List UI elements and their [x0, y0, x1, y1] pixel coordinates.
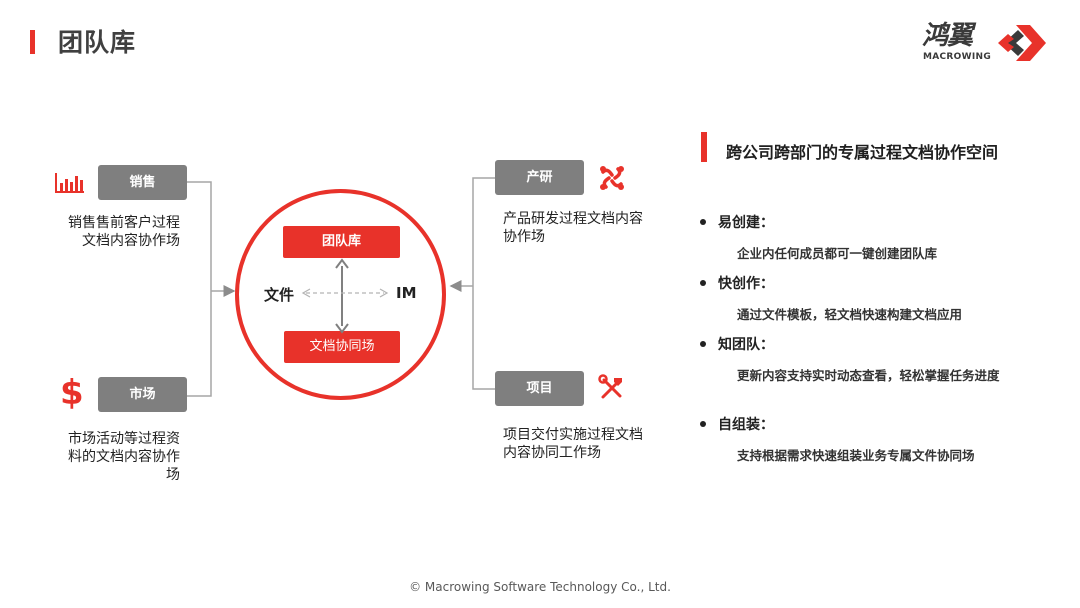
rd-node: 产研: [495, 160, 584, 195]
title-accent-bar: [30, 30, 35, 54]
rd-description: 产品研发过程文档内容 协作场: [503, 210, 663, 246]
project-desc-line: 内容协同工作场: [503, 445, 601, 461]
sales-description: 销售售前客户过程 文档内容协作场: [60, 214, 180, 250]
sales-node: 销售: [98, 165, 187, 200]
sales-desc-line: 销售售前客户过程: [68, 215, 180, 231]
logo-chinese-text: 鸿翼: [922, 21, 973, 51]
feature-desc: 企业内任何成员都可一键创建团队库: [737, 246, 938, 261]
dollar-icon: $: [60, 373, 84, 413]
feature-title: 易创建：: [718, 215, 774, 231]
feature-title: 知团队：: [718, 337, 774, 353]
copyright-footer: © Macrowing Software Technology Co., Ltd…: [409, 580, 671, 594]
doc-collab-node: 文档协同场: [284, 331, 400, 363]
feature-desc: 通过文件模板，轻文档快速构建文档应用: [737, 307, 963, 322]
market-desc-line: 场: [166, 467, 180, 483]
rd-desc-line: 产品研发过程文档内容: [503, 211, 643, 227]
im-label: IM: [396, 284, 417, 302]
panel-accent-bar: [701, 132, 707, 162]
feature-title: 自组装：: [718, 417, 774, 433]
center-arrows: [301, 258, 389, 334]
project-description: 项目交付实施过程文档 内容协同工作场: [503, 426, 663, 462]
logo-english-text: MACROWING: [923, 52, 992, 62]
team-library-node: 团队库: [283, 226, 400, 258]
project-desc-line: 项目交付实施过程文档: [503, 427, 643, 443]
joomla-style-icon: [600, 166, 624, 190]
feature-desc: 支持根据需求快速组装业务专属文件协同场: [737, 448, 975, 463]
rd-desc-line: 协作场: [503, 229, 545, 245]
bullet-dot: [700, 421, 706, 427]
market-description: 市场活动等过程资 料的文档内容协作 场: [60, 430, 180, 484]
macrowing-logo: 鸿翼 MACROWING: [922, 20, 1052, 66]
tools-icon: [598, 374, 622, 399]
bullet-dot: [700, 280, 706, 286]
market-desc-line: 料的文档内容协作: [68, 449, 180, 465]
bullet-dot: [700, 219, 706, 225]
page-title: 团队库: [58, 28, 137, 57]
bullet-dot: [700, 341, 706, 347]
market-desc-line: 市场活动等过程资: [68, 431, 180, 447]
sales-desc-line: 文档内容协作场: [82, 233, 180, 249]
file-label: 文件: [264, 286, 295, 304]
central-circle: [235, 189, 446, 400]
bar-chart-icon: [55, 173, 84, 193]
project-node: 项目: [495, 371, 584, 406]
logo-arrow-icon: [998, 25, 1046, 61]
feature-desc: 更新内容支持实时动态查看，轻松掌握任务进度: [737, 368, 1000, 383]
panel-heading: 跨公司跨部门的专属过程文档协作空间: [726, 143, 999, 162]
feature-title: 快创作：: [718, 276, 774, 292]
market-node: 市场: [98, 377, 187, 412]
